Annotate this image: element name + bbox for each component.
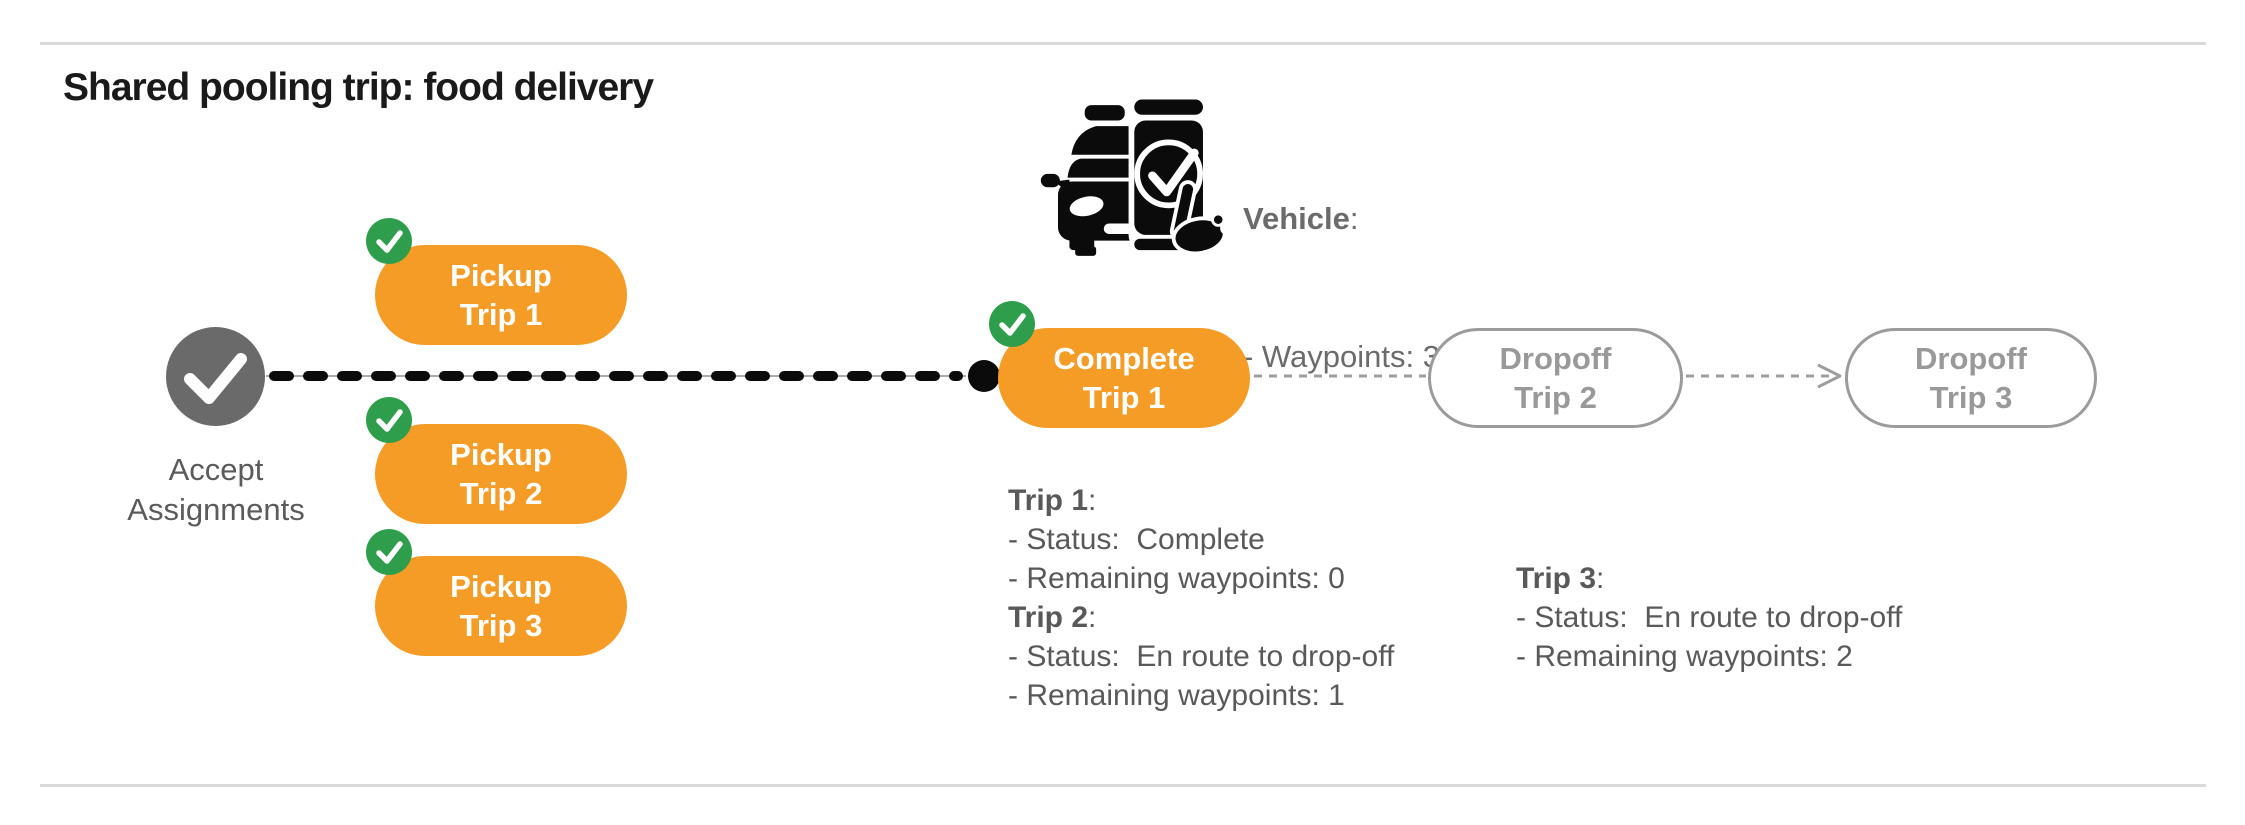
check-badge-icon bbox=[366, 529, 412, 575]
route-node-dot bbox=[968, 360, 1000, 392]
trip-1-waypoints: - Remaining waypoints: 0 bbox=[1008, 562, 1345, 595]
pickup-trip-3-pill: Pickup Trip 3 bbox=[375, 556, 627, 656]
accept-assignments-node bbox=[166, 327, 265, 426]
accept-assignments-label: Accept Assignments bbox=[127, 452, 305, 527]
trip-3-status: - Status: En route to drop-off bbox=[1516, 601, 1903, 634]
trip-3-header: Trip 3: bbox=[1516, 562, 1605, 595]
trip-1-2-status-block: Trip 1: - Status: Complete - Remaining w… bbox=[1008, 481, 1394, 715]
trip-1-header: Trip 1: bbox=[1008, 484, 1097, 517]
connector-arrowhead bbox=[1817, 363, 1842, 389]
check-icon bbox=[184, 353, 247, 404]
car-phone-check-icon bbox=[1040, 93, 1223, 256]
complete-trip-1-pill: Complete Trip 1 bbox=[998, 328, 1250, 428]
trip-3-waypoints: - Remaining waypoints: 2 bbox=[1516, 640, 1853, 673]
check-badge-icon bbox=[989, 301, 1035, 347]
check-badge-icon bbox=[366, 397, 412, 443]
trip-1-status: - Status: Complete bbox=[1008, 523, 1265, 556]
trip-2-status: - Status: En route to drop-off bbox=[1008, 640, 1395, 673]
dropoff-trip-3-pill: Dropoff Trip 3 bbox=[1845, 328, 2097, 428]
trip-2-waypoints: - Remaining waypoints: 1 bbox=[1008, 679, 1345, 712]
pickup-trip-1-pill: Pickup Trip 1 bbox=[375, 245, 627, 345]
dropoff-trip-2-pill: Dropoff Trip 2 bbox=[1428, 328, 1683, 428]
check-badge-icon bbox=[366, 218, 412, 264]
top-divider bbox=[40, 42, 2206, 45]
vehicle-info-header: Vehicle: bbox=[1243, 201, 1359, 236]
trip-2-header: Trip 2: bbox=[1008, 601, 1097, 634]
trip-3-status-block: Trip 3: - Status: En route to drop-off -… bbox=[1516, 559, 1902, 676]
pickup-trip-2-pill: Pickup Trip 2 bbox=[375, 424, 627, 524]
bottom-divider bbox=[40, 784, 2206, 787]
page-title: Shared pooling trip: food delivery bbox=[63, 66, 654, 109]
